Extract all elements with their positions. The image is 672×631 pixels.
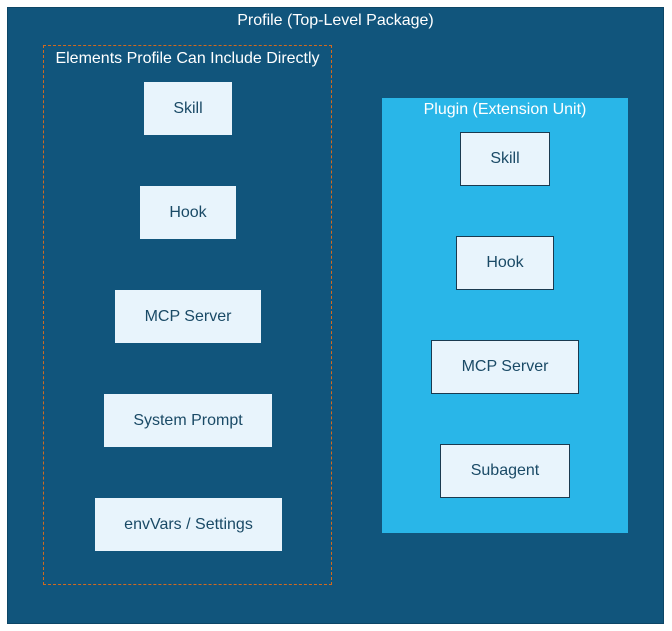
profile-container: Profile (Top-Level Package) Elements Pro… [7, 7, 664, 624]
direct-node-skill: Skill [144, 82, 232, 135]
direct-node-mcp-server: MCP Server [115, 290, 261, 343]
direct-elements-group: Elements Profile Can Include Directly Sk… [43, 45, 332, 585]
direct-node-hook: Hook [140, 186, 236, 239]
plugin-node-subagent: Subagent [440, 444, 570, 498]
direct-elements-group-title: Elements Profile Can Include Directly [55, 50, 320, 67]
plugin-title: Plugin (Extension Unit) [423, 101, 587, 118]
direct-node-envvars-settings: envVars / Settings [95, 498, 282, 551]
plugin-container: Plugin (Extension Unit) Skill Hook MCP S… [382, 98, 628, 533]
plugin-node-skill: Skill [460, 132, 550, 186]
plugin-node-mcp-server: MCP Server [431, 340, 579, 394]
direct-node-system-prompt: System Prompt [104, 394, 272, 447]
profile-title: Profile (Top-Level Package) [237, 12, 434, 29]
plugin-node-hook: Hook [456, 236, 554, 290]
